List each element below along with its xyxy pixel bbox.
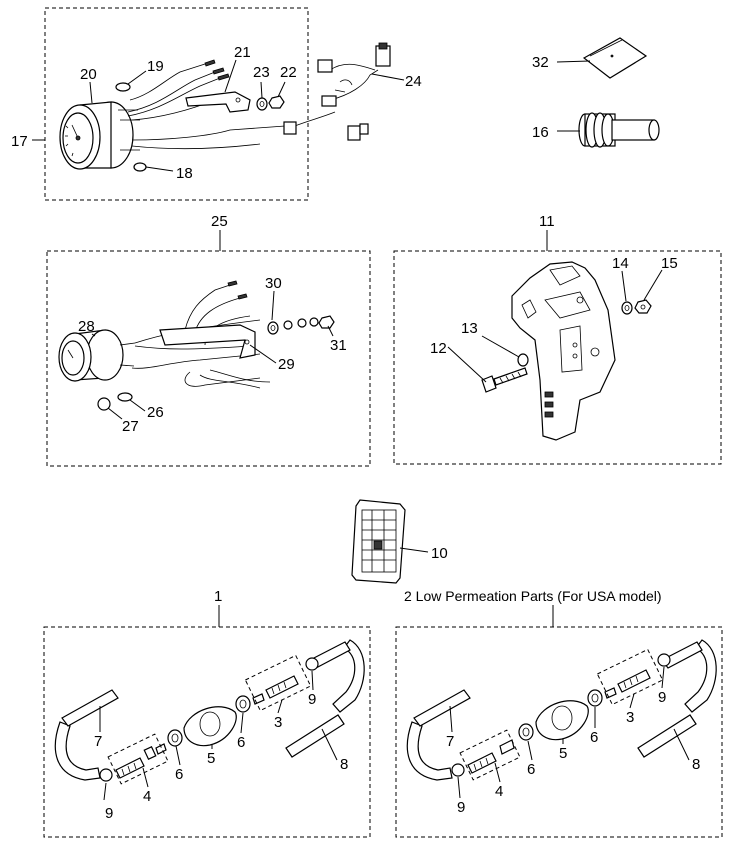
washer-13 <box>517 353 529 367</box>
group-box-2 <box>395 626 723 838</box>
callout-26: 26 <box>147 404 164 421</box>
callout-8b: 8 <box>692 756 700 773</box>
callout-14: 14 <box>612 255 629 272</box>
callout-21: 21 <box>234 44 251 61</box>
fuel-line-kit-1 <box>54 639 365 785</box>
harness-wires-17 <box>127 59 286 150</box>
group-box-25 <box>46 250 371 467</box>
low-permeation-caption: 2 Low Permeation Parts (For USA model) <box>404 588 662 604</box>
washer-14 <box>621 301 633 315</box>
callout-6c: 6 <box>527 761 535 778</box>
bracket-11 <box>511 261 616 441</box>
callout-29: 29 <box>278 356 295 373</box>
bolt-12 <box>481 367 528 393</box>
callout-13: 13 <box>461 320 478 337</box>
callout-12: 12 <box>430 340 447 357</box>
mounting-bracket-21 <box>185 91 251 113</box>
leader-lines <box>89 59 690 801</box>
callout-27: 27 <box>122 418 139 435</box>
seals-26-27 <box>97 392 133 411</box>
tachometer-gauge <box>59 101 140 170</box>
callout-25: 25 <box>211 213 228 230</box>
group-box-11 <box>393 250 722 465</box>
fuel-line-kit-2 <box>406 639 717 781</box>
gauge-28 <box>58 329 136 382</box>
callout-9a: 9 <box>105 805 113 822</box>
callout-5a: 5 <box>207 750 215 767</box>
callout-31: 31 <box>330 337 347 354</box>
callout-9b: 9 <box>308 691 316 708</box>
callout-labels: 17 20 19 21 23 22 24 18 32 16 25 11 30 2… <box>11 44 700 822</box>
callout-32: 32 <box>532 54 549 71</box>
callout-18: 18 <box>176 165 193 182</box>
seal-18 <box>133 162 147 172</box>
callout-6d: 6 <box>590 729 598 746</box>
callout-4a: 4 <box>143 788 151 805</box>
callout-9d: 9 <box>658 689 666 706</box>
callout-24: 24 <box>405 73 422 90</box>
callout-19: 19 <box>147 58 164 75</box>
callout-20: 20 <box>80 66 97 83</box>
nut-22 <box>268 95 285 109</box>
washers-30-31 <box>267 315 335 335</box>
callout-6b: 6 <box>237 734 245 751</box>
gasket-19 <box>115 82 131 92</box>
callout-3b: 3 <box>626 709 634 726</box>
callout-28: 28 <box>78 318 95 335</box>
callout-8a: 8 <box>340 756 348 773</box>
callout-6a: 6 <box>175 766 183 783</box>
callout-4b: 4 <box>495 783 503 800</box>
callout-30: 30 <box>265 275 282 292</box>
connector-harness-24 <box>283 42 391 141</box>
callout-7a: 7 <box>94 733 102 750</box>
callout-16: 16 <box>532 124 549 141</box>
callout-9c: 9 <box>457 799 465 816</box>
callout-22: 22 <box>280 64 297 81</box>
callout-3a: 3 <box>274 714 282 731</box>
callout-11: 11 <box>539 213 555 230</box>
bracket-29 <box>159 324 256 359</box>
group-box-1 <box>43 626 371 838</box>
nut-15 <box>634 299 652 314</box>
washer-23 <box>256 97 268 111</box>
callout-1: 1 <box>214 588 222 605</box>
label-sticker-10 <box>351 499 406 584</box>
callout-5b: 5 <box>559 745 567 762</box>
group-box-17 <box>44 7 309 201</box>
packet-32 <box>582 37 648 79</box>
callout-15: 15 <box>661 255 678 272</box>
hose-joint-16 <box>578 112 660 148</box>
callout-7b: 7 <box>446 733 454 750</box>
callout-23: 23 <box>253 64 270 81</box>
callout-17: 17 <box>11 133 28 150</box>
callout-10: 10 <box>431 545 448 562</box>
